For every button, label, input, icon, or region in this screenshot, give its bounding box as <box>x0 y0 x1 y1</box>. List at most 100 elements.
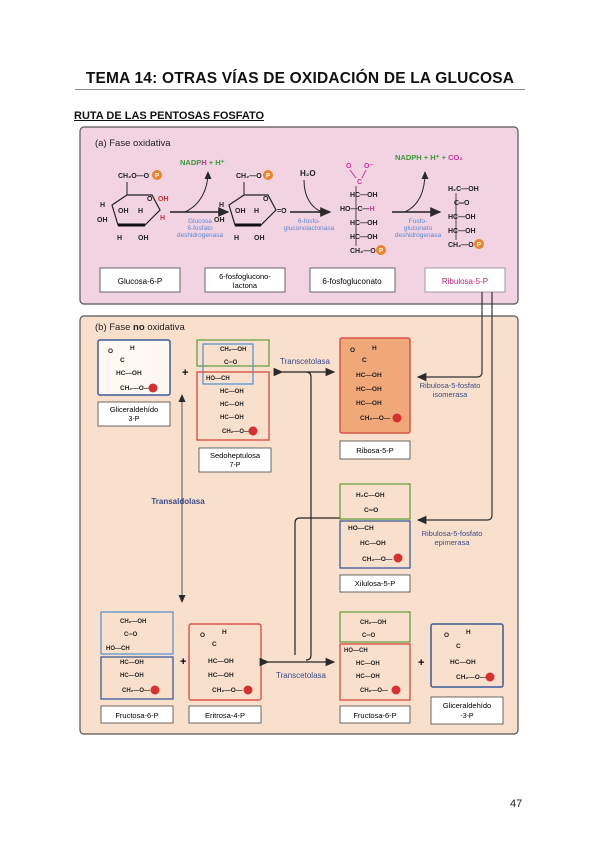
svg-text:C═O: C═O <box>224 360 238 366</box>
svg-text:O: O <box>200 632 205 639</box>
svg-text:HC—OH: HC—OH <box>356 661 380 667</box>
gluconate-structure: O O⁻ C HC—OH HO—C—H HC—OH HC—OH CH₂—O P <box>340 163 386 255</box>
compound-name: 7-P <box>230 462 241 469</box>
enzyme-label: gluconato <box>404 225 433 232</box>
svg-text:C: C <box>212 641 217 648</box>
svg-text:C═O: C═O <box>124 632 138 638</box>
svg-text:HO—C—H: HO—C—H <box>340 206 375 213</box>
svg-text:HC—OH: HC—OH <box>448 228 476 235</box>
svg-text:HC—OH: HC—OH <box>208 658 234 665</box>
section-heading: RUTA DE LAS PENTOSAS FOSFATO <box>74 110 265 122</box>
compound-name: 3-P <box>129 416 140 423</box>
compound-name: Sedoheptulosa <box>210 451 261 460</box>
ribulose-structure: H₂C—OH C═O HC—OH HC—OH CH₂—O P <box>448 186 484 249</box>
enzyme-label: gluconolactonasa <box>284 225 335 232</box>
svg-text:HC—OH: HC—OH <box>120 660 144 666</box>
fructosa-6p-left: CH₂—OH C═O HO—CH HC—OH HC—OH CH₂—O— Fruc… <box>100 611 174 724</box>
enzyme-g6pdh: Glucosa 6-fosfato deshidrogenasa <box>177 218 224 239</box>
enzyme-label: Ribulosa-5-fosfato <box>420 381 481 390</box>
compound-name: lactona <box>233 281 258 290</box>
enzyme-transcetolasa-bottom: Transcetolasa <box>276 671 327 680</box>
compound-name: Glucosa-6-P <box>118 277 162 286</box>
compound-name: Gliceraldehído <box>110 405 158 414</box>
phosphate-label: P <box>477 243 481 249</box>
enzyme-lactonase: 6-fosfo- gluconolactonasa <box>284 218 335 232</box>
svg-text:OH: OH <box>138 235 149 242</box>
compound-label-ribulosa-5p: Ribulosa-5-P <box>424 267 506 293</box>
svg-text:CH₂—O—: CH₂—O— <box>360 688 388 694</box>
title-divider <box>75 89 525 90</box>
enzyme-label: Glucosa <box>188 218 212 225</box>
svg-text:HC—OH: HC—OH <box>116 370 142 377</box>
svg-text:C═O: C═O <box>362 633 376 639</box>
compound-name: Ribosa-5-P <box>356 446 394 455</box>
svg-text:O: O <box>147 196 153 203</box>
svg-text:OH: OH <box>235 208 246 215</box>
svg-text:HO—CH: HO—CH <box>106 646 130 652</box>
svg-text:OH: OH <box>214 217 225 224</box>
svg-text:HC—OH: HC—OH <box>350 234 378 241</box>
svg-text:H: H <box>466 629 471 636</box>
svg-text:HC—OH: HC—OH <box>220 389 244 395</box>
compound-label-fosfogluconato: 6-fosfogluconato <box>309 267 396 293</box>
enzyme-transcetolasa-top: Transcetolasa <box>280 357 331 366</box>
svg-text:O⁻: O⁻ <box>364 163 373 170</box>
enzyme-label: 6-fosfato <box>187 225 213 232</box>
svg-text:HC—OH: HC—OH <box>220 402 244 408</box>
structure-label: CH₂—O <box>236 173 262 180</box>
atom-label: H <box>100 202 105 209</box>
svg-text:H: H <box>130 345 135 352</box>
svg-text:C: C <box>362 357 367 364</box>
svg-text:CH₂—O—: CH₂—O— <box>456 674 487 681</box>
enzyme-label: isomerasa <box>433 390 468 399</box>
svg-text:HC—OH: HC—OH <box>120 673 144 679</box>
svg-text:HO—CH: HO—CH <box>344 648 368 654</box>
svg-text:H₂C—OH: H₂C—OH <box>356 492 385 499</box>
enzyme-isomerasa: Ribulosa-5-fosfato isomerasa <box>420 381 481 399</box>
enzyme-label: Ribulosa-5-fosfato <box>422 529 483 538</box>
panel-a-title: (a) Fase oxidativa <box>95 138 171 149</box>
svg-text:C: C <box>456 643 461 650</box>
panel-oxidative-phase: (a) Fase oxidativa CH₂O—O P H O OH OH H … <box>79 126 519 305</box>
svg-text:HC—OH: HC—OH <box>356 674 380 680</box>
glucose-6p-structure: CH₂O—O P H O OH OH H OH H H OH <box>97 170 169 242</box>
enzyme-label: 6-fosfo- <box>298 218 320 225</box>
svg-text:HC—OH: HC—OH <box>356 400 382 407</box>
svg-text:HC—OH: HC—OH <box>350 192 378 199</box>
enzyme-label: deshidrogenasa <box>177 232 224 239</box>
svg-text:CH₂—O—: CH₂—O— <box>362 556 393 563</box>
phosphate-label: P <box>266 174 270 180</box>
svg-text:=O: =O <box>277 208 287 215</box>
svg-text:CH₂—O: CH₂—O <box>448 242 474 249</box>
svg-text:C═O: C═O <box>364 507 378 514</box>
compound-name: Fructosa-6-P <box>115 711 158 720</box>
compound-name: 6-fosfogluconato <box>322 277 382 286</box>
svg-text:CH₂—O: CH₂—O <box>350 248 376 255</box>
page-number: 47 <box>510 798 523 810</box>
svg-text:CH₂—OH: CH₂—OH <box>220 347 246 353</box>
svg-text:H: H <box>222 629 227 636</box>
panel-a-background <box>79 126 519 305</box>
svg-text:O: O <box>350 347 355 354</box>
svg-text:HC—OH: HC—OH <box>208 672 234 679</box>
compound-name: Gliceraldehído <box>443 701 491 710</box>
panel-b-title: (b) Fase no oxidativa <box>95 322 185 333</box>
svg-text:O: O <box>108 348 113 355</box>
svg-text:HC—OH: HC—OH <box>450 659 476 666</box>
svg-text:HO—CH: HO—CH <box>348 525 374 532</box>
enzyme-label: deshidrogenasa <box>395 232 442 239</box>
compound-label-lactona: 6-fosfoglucono- lactona <box>204 267 286 293</box>
lactone-structure: CH₂—O P H O =O OH H OH H OH <box>214 170 287 242</box>
svg-text:HC—OH: HC—OH <box>356 372 382 379</box>
phosphate-icon <box>263 170 273 180</box>
compound-name: Eritrosa-4-P <box>205 711 245 720</box>
svg-text:H: H <box>372 345 377 352</box>
svg-text:H: H <box>254 208 259 215</box>
svg-text:HC—OH: HC—OH <box>356 386 382 393</box>
